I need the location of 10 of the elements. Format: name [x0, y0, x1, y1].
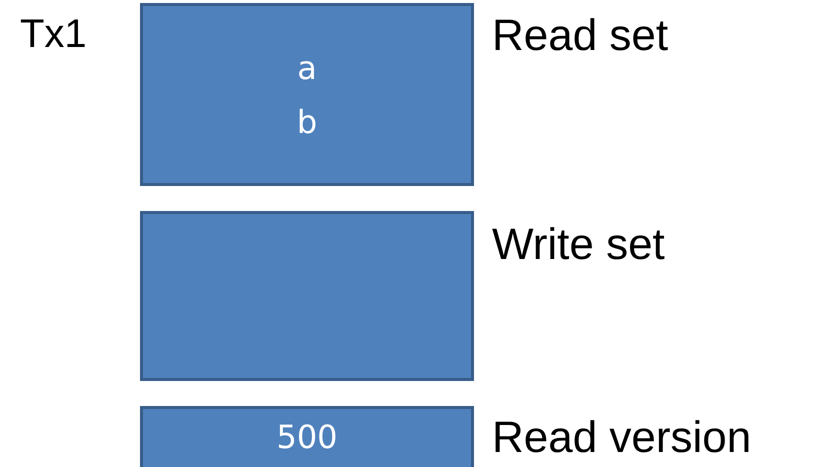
box-text: a — [297, 48, 317, 88]
box-caption: Write set — [492, 223, 665, 267]
box-text: 500 — [276, 417, 338, 457]
box-text: b — [296, 102, 318, 142]
box-caption: Read version — [492, 416, 752, 460]
set-box — [140, 3, 474, 186]
box-caption: Read set — [492, 14, 668, 58]
transaction-label: Tx1 — [20, 14, 87, 54]
empty-box — [140, 211, 474, 381]
set-box — [140, 406, 474, 467]
